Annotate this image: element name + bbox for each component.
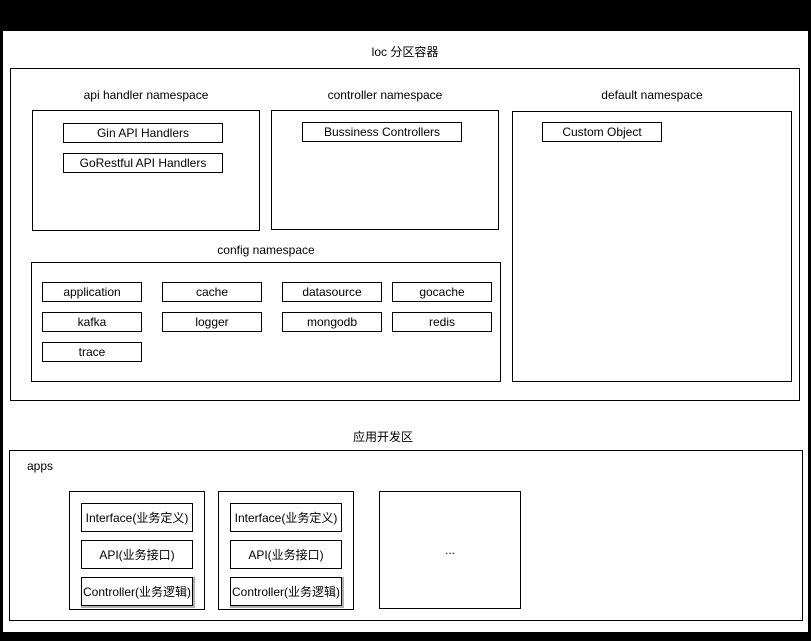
default-namespace-box: Custom Object — [512, 111, 792, 382]
node-controller: Controller(业务逻辑) — [81, 577, 193, 606]
apps-label: apps — [27, 459, 54, 473]
app-card-placeholder: ... — [379, 491, 521, 609]
controller-namespace-box: Bussiness Controllers — [271, 110, 499, 230]
node-cache: cache — [162, 282, 262, 302]
node-trace: trace — [42, 342, 142, 362]
config-namespace-box: application cache datasource gocache kaf… — [31, 262, 501, 382]
node-gorestful-api-handlers: GoRestful API Handlers — [63, 153, 223, 173]
node-interface: Interface(业务定义) — [230, 503, 342, 532]
node-mongodb: mongodb — [282, 312, 382, 332]
apps-box: apps Interface(业务定义) API(业务接口) Controlle… — [9, 450, 803, 621]
node-datasource: datasource — [282, 282, 382, 302]
config-namespace-label: config namespace — [217, 243, 315, 257]
node-interface: Interface(业务定义) — [81, 503, 193, 532]
node-api: API(业务接口) — [81, 540, 193, 569]
node-gocache: gocache — [392, 282, 492, 302]
node-custom-object: Custom Object — [542, 122, 662, 142]
api-handler-namespace-label: api handler namespace — [83, 88, 209, 102]
loc-container-title: loc 分区容器 — [371, 45, 439, 59]
ellipsis-text: ... — [444, 543, 455, 557]
app-card: Interface(业务定义) API(业务接口) Controller(业务逻… — [218, 491, 354, 610]
node-redis: redis — [392, 312, 492, 332]
default-namespace-label: default namespace — [601, 88, 703, 102]
diagram-page: loc 分区容器 api handler namespace Gin API H… — [3, 31, 808, 632]
node-gin-api-handlers: Gin API Handlers — [63, 123, 223, 143]
node-logger: logger — [162, 312, 262, 332]
api-handler-namespace-box: Gin API Handlers GoRestful API Handlers — [32, 110, 260, 231]
node-kafka: kafka — [42, 312, 142, 332]
controller-namespace-label: controller namespace — [327, 88, 443, 102]
node-api: API(业务接口) — [230, 540, 342, 569]
node-bussiness-controllers: Bussiness Controllers — [302, 122, 462, 142]
node-controller: Controller(业务逻辑) — [230, 577, 342, 606]
node-application: application — [42, 282, 142, 302]
app-dev-zone-title: 应用开发区 — [352, 430, 413, 444]
app-card: Interface(业务定义) API(业务接口) Controller(业务逻… — [69, 491, 205, 610]
loc-container-box: api handler namespace Gin API Handlers G… — [10, 68, 800, 401]
